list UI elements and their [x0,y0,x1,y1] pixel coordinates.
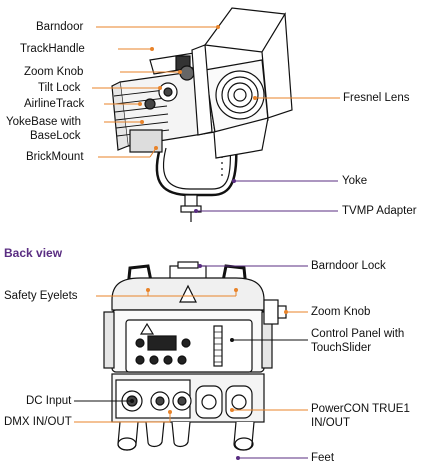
label-powercon-line2: IN/OUT [311,417,350,429]
barndoor-right [261,12,293,119]
label-control-panel-line1: Control Panel with [311,328,405,340]
back-fixture [103,261,287,451]
label-barndoor: Barndoor [36,21,84,33]
barndoor-bottom [213,117,269,159]
label-fresnel-lens: Fresnel Lens [343,92,410,104]
label-yoke-base-line2: BaseLock [30,130,81,142]
label-yoke-base-line1: YokeBase with [6,116,82,128]
label-yoke: Yoke [342,175,368,187]
section-title-back-view: Back view [4,246,63,260]
label-track-handle: TrackHandle [20,43,85,55]
foot-right [233,421,255,451]
touch-slider [213,325,223,367]
back-leader-dots [130,264,288,460]
powercon-out [225,385,253,419]
label-tvmp-adapter: TVMP Adapter [342,205,417,217]
label-safety-eyelets: Safety Eyelets [4,290,78,302]
barndoor-left [191,44,213,136]
label-feet: Feet [311,452,335,464]
label-dc-input: DC Input [26,395,72,407]
label-barndoor-lock: Barndoor Lock [311,260,386,272]
front-fixture [111,7,293,222]
front-leaders [92,26,340,212]
label-powercon-line1: PowerCON TRUE1 [311,403,410,415]
fresnel-lens [215,70,265,120]
zoom-knob-back [263,299,279,325]
label-tilt-lock: Tilt Lock [38,82,81,94]
label-control-panel-line2: TouchSlider [311,342,372,354]
label-dmx-in-out: DMX IN/OUT [4,416,72,428]
zoom-knob-front [179,65,195,81]
label-airline-track: AirlineTrack [24,98,85,110]
lcd-display [147,335,177,351]
label-zoom-knob-front: Zoom Knob [24,66,84,78]
safety-eyelet-left [126,264,154,289]
label-zoom-knob-back: Zoom Knob [311,306,371,318]
powercon-in [195,385,223,419]
tvmp-adapter [184,194,198,208]
front-leader-dots [138,25,257,213]
safety-eyelet-right [220,264,248,289]
brick-mount [129,129,163,153]
label-brick-mount: BrickMount [26,151,84,163]
back-leaders [74,265,308,459]
